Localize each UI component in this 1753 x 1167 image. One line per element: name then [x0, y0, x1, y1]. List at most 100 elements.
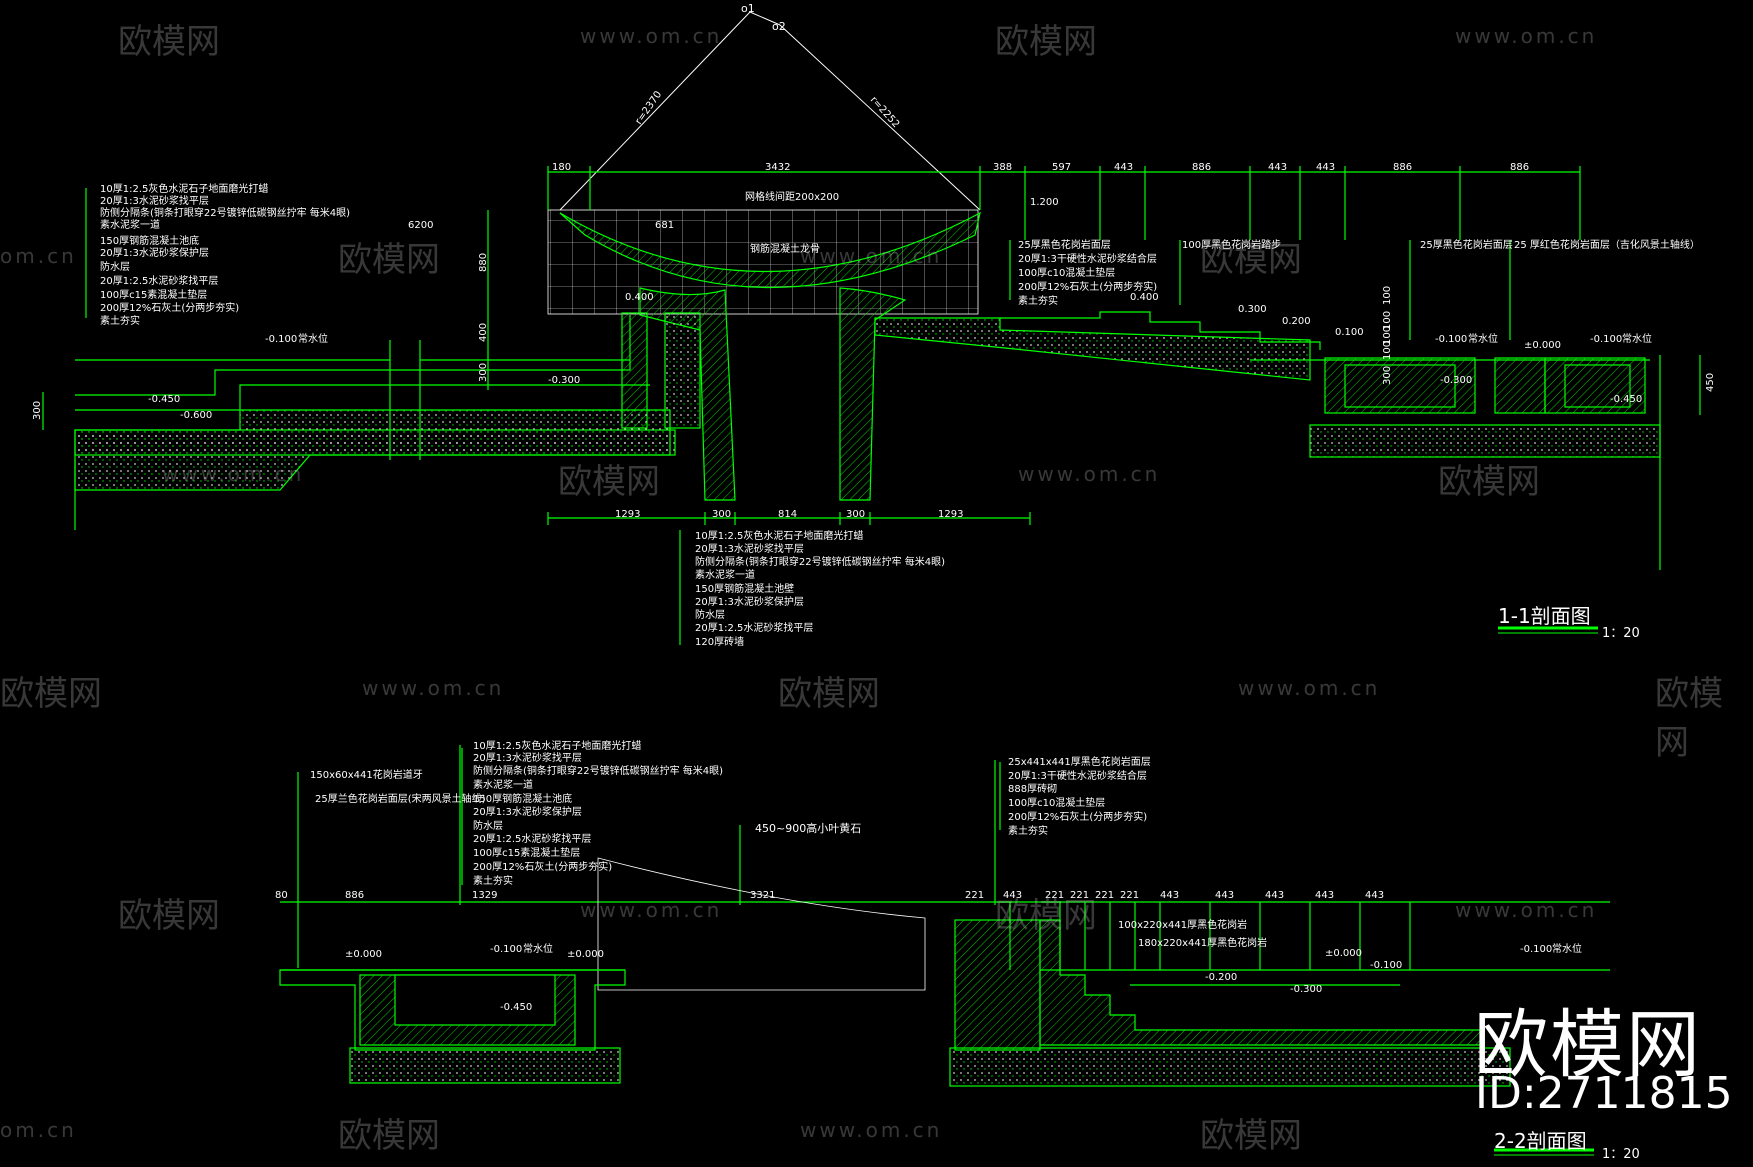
vert-dim: 880	[478, 253, 489, 272]
top-dim: 80	[275, 890, 288, 901]
level-mark: 常水位	[1552, 942, 1582, 955]
level-mark: -0.300	[1290, 984, 1322, 995]
top-dim: 886	[1393, 162, 1412, 173]
note-layer: 20厚1:2.5水泥砂浆找平层	[100, 274, 218, 287]
top-dim: 180	[552, 162, 571, 173]
vert-dim: 100	[1382, 286, 1393, 305]
note-curb: 150x60x441花岗岩道牙	[310, 768, 423, 781]
radius-right: r=2252	[868, 95, 902, 131]
note-layer: 20厚1:3干硬性水泥砂浆结合层	[1018, 252, 1157, 265]
label-o2: o2	[772, 20, 786, 33]
top-dim: 3432	[765, 162, 790, 173]
note-layer: 20厚1:3干硬性水泥砂浆结合层	[1008, 769, 1147, 782]
vert-dim: 300	[1382, 366, 1393, 385]
note-right-b: 100厚黑色花岗岩踏步	[1182, 238, 1281, 251]
note-layer: 防水层	[695, 608, 725, 621]
level-mark: -0.600	[180, 410, 212, 421]
note-layer: 100厚c10混凝土垫层	[1008, 796, 1105, 809]
top-dim: 443	[1365, 890, 1384, 901]
note-right-d: 25 厚红色花岗岩面层（吉化风景土轴线）	[1514, 238, 1700, 251]
level-mark: 0.300	[1238, 304, 1267, 315]
note-layer: 100厚c15素混凝土垫层	[473, 846, 580, 859]
level-mark: 常水位	[1468, 332, 1498, 345]
bottom-dim: 300	[846, 509, 865, 520]
note-layer: 素土夯实	[1008, 824, 1048, 837]
level-mark: -0.100	[1370, 960, 1402, 971]
top-dim: 221	[1045, 890, 1064, 901]
note-layer: 200厚12%石灰土(分两步夯实)	[100, 301, 239, 314]
level-mark: 0.400	[625, 292, 654, 303]
note-layer: 素水泥浆一道	[100, 218, 160, 231]
vert-dim: 100	[1382, 341, 1393, 360]
vert-dim: 100	[1382, 326, 1393, 345]
top-dim: 443	[1315, 890, 1334, 901]
level-mark: -0.300	[548, 375, 580, 386]
level-mark: ±0.000	[567, 949, 604, 960]
top-dim: 886	[345, 890, 364, 901]
level-mark: ±0.000	[345, 949, 382, 960]
top-dim: 443	[1215, 890, 1234, 901]
bottom-dim: 300	[712, 509, 731, 520]
note-layer: 888厚砖砌	[1008, 782, 1057, 795]
top-dim: 886	[1192, 162, 1211, 173]
note-layer: 20厚1:3水泥砂浆保护层	[695, 595, 804, 608]
level-mark: -0.450	[1610, 394, 1642, 405]
note-layer: 120厚砖墙	[695, 635, 744, 648]
top-dim: 221	[1120, 890, 1139, 901]
top-dim: 443	[1114, 162, 1133, 173]
section-1-scale: 1：20	[1602, 626, 1640, 641]
bottom-dim: 1293	[938, 509, 963, 520]
level-mark: -0.450	[148, 394, 180, 405]
level-mark: -0.100	[1590, 334, 1622, 345]
note-layer: 25厚黑色花岗岩面层	[1018, 238, 1111, 251]
note-layer: 防侧分隔条(铜条打眼穿22号镀锌低碳钢丝拧牢 每米4眼)	[100, 206, 350, 219]
top-dim: 443	[1268, 162, 1287, 173]
dim-681: 681	[655, 220, 674, 231]
level-mark: -0.100	[490, 944, 522, 955]
top-dim: 443	[1003, 890, 1022, 901]
note-layer: 25x441x441厚黑色花岗岩面层	[1008, 755, 1151, 768]
brand-id: ID:2711815	[1475, 1068, 1733, 1119]
level-mark: -0.100	[1520, 944, 1552, 955]
level-mark: -0.200	[1205, 972, 1237, 983]
note-layer: 10厚1:2.5灰色水泥石子地面磨光打蜡	[695, 529, 863, 542]
top-dim: 886	[1510, 162, 1529, 173]
dim-6200: 6200	[408, 220, 433, 231]
top-dim: 221	[1070, 890, 1089, 901]
top-dim: 221	[965, 890, 984, 901]
top-dim: 443	[1160, 890, 1179, 901]
top-dim: 597	[1052, 162, 1071, 173]
level-mark: 0.200	[1282, 316, 1311, 327]
note-layer: 素土夯实	[1018, 294, 1058, 307]
top-dim: 388	[993, 162, 1012, 173]
level-mark: 0.100	[1335, 327, 1364, 338]
note-layer: 20厚1:2.5水泥砂浆找平层	[473, 832, 591, 845]
note-layer: 150厚钢筋混凝土池底	[473, 792, 572, 805]
vert-dim: 300	[478, 363, 489, 382]
note-layer: 防侧分隔条(铜条打眼穿22号镀锌低碳钢丝拧牢 每米4眼)	[695, 555, 945, 568]
level-mark: 常水位	[298, 332, 328, 345]
section-2-text: 150x60x441花岗岩道牙 25厚兰色花岗岩面层(宋两风景土轴线) 10厚1…	[275, 739, 1582, 1013]
level-mark: ±0.000	[1524, 340, 1561, 351]
note-layer: 素水泥浆一道	[473, 778, 533, 791]
level-mark: ±0.000	[1325, 948, 1362, 959]
note-layer: 20厚1:2.5水泥砂浆找平层	[695, 621, 813, 634]
top-dim: 3321	[750, 890, 775, 901]
top-dim: 443	[1265, 890, 1284, 901]
section-2-title: 2-2剖面图	[1494, 1129, 1587, 1153]
level-mark: 常水位	[1622, 332, 1652, 345]
note-layer: 素土夯实	[100, 314, 140, 327]
level-mark: 0.400	[1130, 292, 1159, 303]
grid-note: 网格线间距200x200	[745, 190, 839, 203]
level-mark: -0.450	[500, 1002, 532, 1013]
note-layer: 150厚钢筋混凝土池底	[100, 234, 199, 247]
note-layer: 200厚12%石灰土(分两步夯实)	[473, 860, 612, 873]
note-layer: 防水层	[473, 819, 503, 832]
section-2-scale: 1：20	[1602, 1147, 1640, 1162]
note-layer: 20厚1:3水泥砂浆保护层	[100, 246, 209, 259]
note-blue-granite: 25厚兰色花岗岩面层(宋两风景土轴线)	[315, 792, 486, 805]
vert-dim: 450	[1705, 373, 1716, 392]
level-mark: -0.100	[265, 334, 297, 345]
concrete-note: 钢筋混凝土龙骨	[750, 242, 820, 255]
